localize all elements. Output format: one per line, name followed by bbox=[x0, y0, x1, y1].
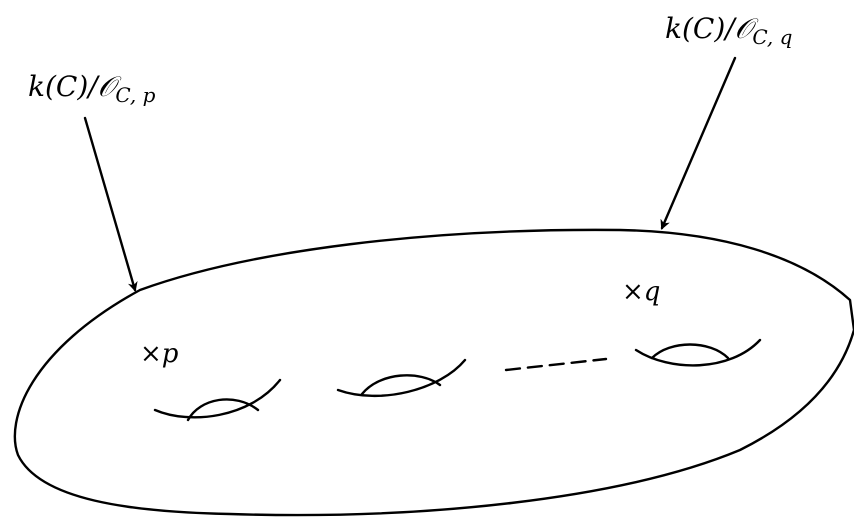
ellipsis-dashes bbox=[506, 359, 606, 370]
point-q-marker: ×q bbox=[622, 277, 660, 307]
point-p-marker: ×p bbox=[140, 339, 179, 369]
surface-outline bbox=[15, 230, 854, 515]
handle-2 bbox=[338, 360, 465, 396]
arrow-p bbox=[85, 118, 135, 290]
handle-3 bbox=[636, 340, 760, 365]
stalk-q-label: k(C)/𝒪C, q bbox=[665, 12, 792, 49]
handle-1 bbox=[155, 380, 280, 420]
arrow-q bbox=[662, 58, 735, 228]
stalk-p-label: k(C)/𝒪C, p bbox=[28, 70, 156, 107]
